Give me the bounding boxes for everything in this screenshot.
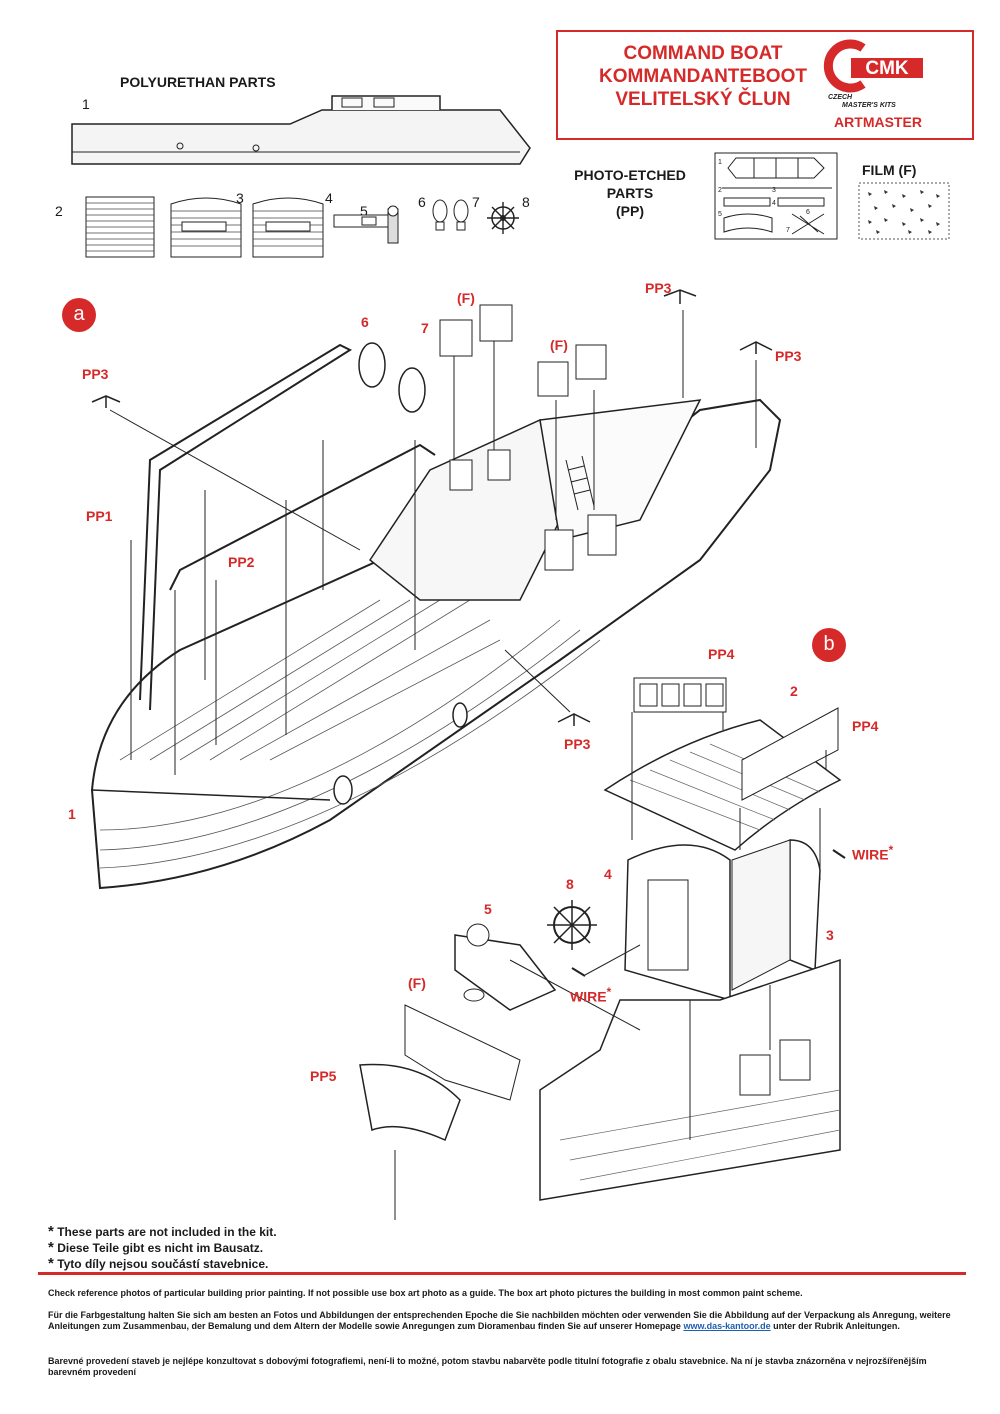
footer-english: Check reference photos of particular bui…	[48, 1288, 803, 1298]
wheel-label: 8	[566, 876, 574, 892]
pp3-label-right: PP3	[775, 348, 802, 364]
step-b-marker: b	[812, 628, 846, 662]
footer-german-tail: unter der Rubrik Anleitungen.	[773, 1321, 900, 1331]
not-included-notes: * These parts are not included in the ki…	[48, 1224, 277, 1272]
part-number-2: 2	[55, 203, 63, 219]
photo-etched-header: PHOTO-ETCHED PARTS (PP)	[574, 167, 686, 219]
title-box: COMMAND BOAT KOMMANDANTEBOOT VELITELSKÝ …	[556, 30, 974, 140]
pp1-label: PP1	[86, 508, 113, 524]
pp-sheet-num-5: 5	[718, 211, 722, 218]
pp-sheet-num-7: 7	[786, 227, 790, 234]
lamp-part-label: 6	[361, 314, 369, 330]
wire-label-left-text: WIRE	[570, 988, 607, 1005]
part-number-3: 3	[236, 190, 244, 206]
pp-sheet-num-3: 3	[772, 187, 776, 194]
film-sheet	[858, 182, 950, 240]
part-number-4: 4	[325, 190, 333, 206]
footer-divider	[38, 1272, 966, 1275]
film-label-b: (F)	[408, 975, 426, 991]
wire-label-left: WIRE*	[570, 986, 611, 1005]
wire-label-right: WIRE*	[852, 844, 893, 863]
title-english: COMMAND BOAT	[623, 43, 783, 64]
pp5-label: PP5	[310, 1068, 337, 1084]
roof-part-label: 2	[790, 683, 798, 699]
polyurethan-header: POLYURETHAN PARTS	[120, 74, 276, 90]
part-number-6: 6	[418, 194, 426, 210]
film-label-right: (F)	[550, 337, 568, 353]
hull-part-label: 1	[68, 806, 76, 822]
pp4-label-top: PP4	[708, 646, 735, 662]
pp3-label-top: PP3	[645, 280, 672, 296]
console-part-drawing	[333, 205, 399, 244]
step-a-drawing	[90, 289, 782, 890]
hull-part-drawing	[71, 95, 531, 165]
part-number-5: 5	[360, 203, 368, 219]
pp-sheet-num-2: 2	[718, 187, 722, 194]
logo-text: CMK	[865, 58, 909, 79]
note-czech: * Tyto díly nejsou součástí stavebnice.	[48, 1255, 269, 1272]
step-a-marker: a	[62, 298, 96, 332]
deck-panel-drawing	[85, 196, 155, 258]
homepage-link[interactable]: www.das-kantoor.de	[683, 1321, 771, 1331]
wall-3-label: 3	[826, 927, 834, 943]
brand-name: ARTMASTER	[834, 114, 922, 130]
cmk-logo: CMK	[823, 39, 923, 93]
pp-sheet-num-6: 6	[806, 209, 810, 216]
wire-label-right-text: WIRE	[852, 846, 889, 863]
film-label-left: (F)	[457, 290, 475, 306]
wire-star-left: *	[606, 986, 612, 999]
part-number-8: 8	[522, 194, 530, 210]
part-number-7: 7	[472, 194, 480, 210]
ship-wheel-part-drawing	[487, 202, 519, 234]
footer-czech: Barevné provedení staveb je nejlépe konz…	[48, 1356, 927, 1377]
window-part-label: 7	[421, 320, 429, 336]
console-label: 5	[484, 901, 492, 917]
logo-sub-line2: MASTER'S KITS	[842, 102, 896, 109]
photo-etched-sheet: 1 2 3 4 5 6 7	[714, 152, 838, 240]
pp3-label-left: PP3	[82, 366, 109, 382]
film-header: FILM (F)	[862, 162, 917, 178]
wall-part-3-drawing	[170, 197, 242, 258]
pp4-label-right: PP4	[852, 718, 879, 734]
part-number-1: 1	[82, 96, 90, 112]
pp2-label: PP2	[228, 554, 255, 570]
note-german: * Diese Teile gibt es nicht im Bausatz.	[48, 1239, 264, 1256]
step-b-drawing	[359, 677, 846, 1220]
note-english: * These parts are not included in the ki…	[48, 1223, 277, 1240]
footer-german: Für die Farbgestaltung halten Sie sich a…	[48, 1310, 958, 1332]
logo-subtitle: CZECH MASTER'S KITS	[828, 94, 928, 110]
wall-part-4-drawing	[252, 197, 324, 258]
lamps-part-drawing	[432, 199, 469, 231]
title-czech: VELITELSKÝ ČLUN	[615, 89, 791, 110]
footer-german-text: Für die Farbgestaltung halten Sie sich a…	[48, 1310, 951, 1331]
pp-sheet-num-1: 1	[718, 159, 722, 166]
wall-4-label: 4	[604, 866, 612, 882]
title-german: KOMMANDANTEBOOT	[599, 66, 807, 87]
pp3-label-bottom: PP3	[564, 736, 591, 752]
pp-sheet-num-4: 4	[772, 200, 776, 207]
wire-star-right: *	[888, 844, 894, 857]
logo-sub-line1: CZECH	[828, 94, 853, 101]
